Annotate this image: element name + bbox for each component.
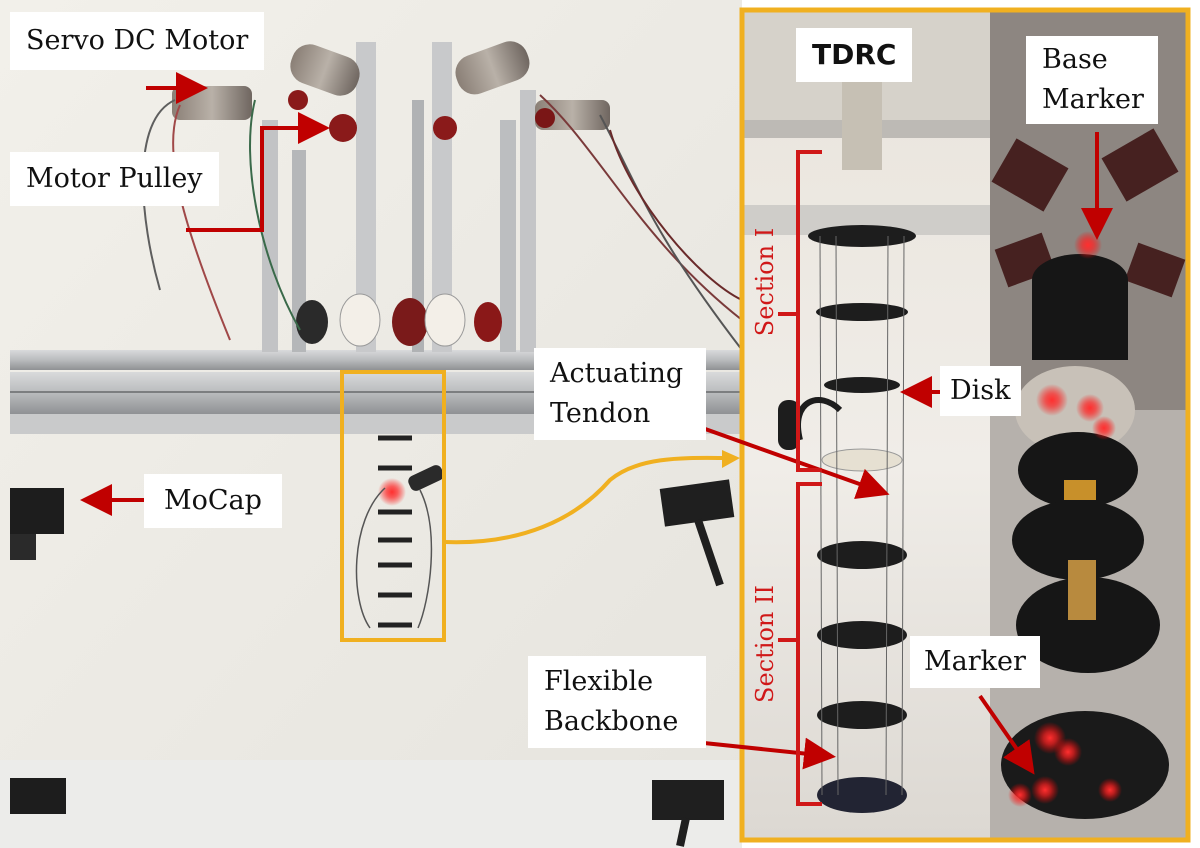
label-tdrc-text: TDRC (812, 38, 897, 71)
label-section-1: Section I (751, 217, 779, 347)
lower-pulleys (296, 293, 502, 347)
label-flexible-backbone-line2: Backbone (544, 706, 679, 737)
label-marker-text: Marker (924, 646, 1026, 677)
label-flexible-backbone-line1: Flexible (544, 666, 654, 697)
tendons (819, 235, 905, 796)
label-flexible-backbone: Flexible Backbone (528, 656, 706, 748)
label-base-marker-line2: Marker (1042, 84, 1144, 115)
label-mocap: MoCap (144, 474, 282, 528)
cables (142, 94, 743, 351)
label-section-2-text: Section II (751, 585, 779, 703)
motor-pulleys (288, 90, 555, 142)
label-section-2: Section II (751, 579, 779, 709)
label-base-marker-line1: Base (1042, 44, 1108, 75)
base-clutter (991, 128, 1186, 298)
label-base-marker: Base Marker (1026, 36, 1158, 124)
section-brackets (778, 150, 822, 806)
label-servo-dc-motor: Servo DC Motor (10, 12, 265, 70)
label-mocap-text: MoCap (164, 485, 262, 516)
mocap-cameras (10, 479, 735, 847)
label-actuating-tendon: Actuating Tendon (534, 348, 706, 440)
label-servo-dc-motor-text: Servo DC Motor (26, 25, 249, 56)
label-actuating-tendon-line2: Tendon (550, 398, 651, 429)
label-actuating-tendon-line1: Actuating (550, 358, 684, 389)
label-marker: Marker (910, 636, 1040, 688)
label-disk-text: Disk (950, 375, 1011, 406)
label-motor-pulley-text: Motor Pulley (26, 163, 203, 194)
small-disks (378, 435, 412, 628)
label-disk: Disk (940, 366, 1021, 416)
label-tdrc: TDRC (796, 28, 913, 82)
tdrc-disks (808, 225, 916, 813)
label-section-1-text: Section I (751, 227, 779, 337)
label-motor-pulley: Motor Pulley (10, 152, 219, 206)
